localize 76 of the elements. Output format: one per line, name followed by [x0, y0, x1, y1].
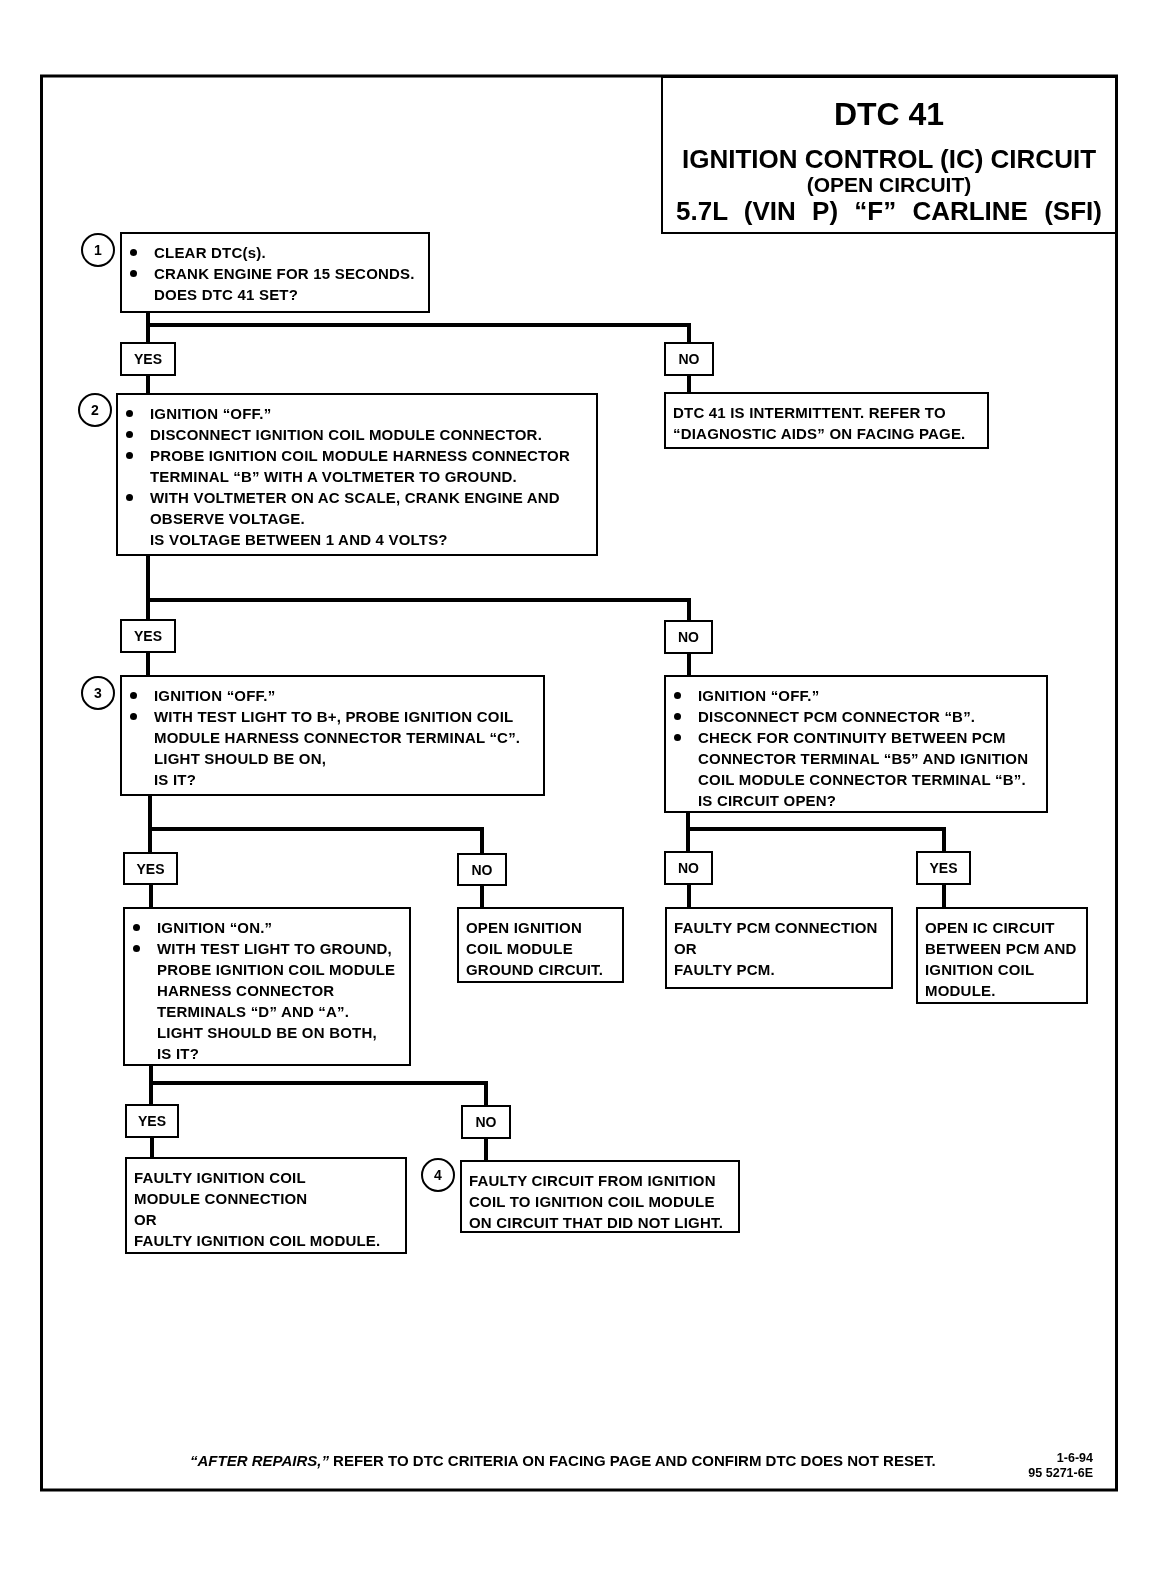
instruction-text: DISCONNECT PCM CONNECTOR “B”.: [674, 706, 1042, 727]
instruction-text: PROBE IGNITION COIL MODULE HARNESS CONNECTOR TERMINAL “B” WITH A VOLTMETER TO GROUND.: [126, 445, 592, 487]
result-box: [665, 907, 893, 989]
connector-line: [687, 885, 691, 907]
instruction-text: WITH TEST LIGHT TO B+, PROBE IGNITION COIL MODULE HARNESS CONNECTOR TERMINAL “C”.: [130, 706, 539, 748]
connector-line: [942, 885, 946, 907]
instruction-text: IGNITION “OFF.”: [674, 685, 1042, 706]
instruction-text: DISCONNECT IGNITION COIL MODULE CONNECTOR.: [126, 424, 592, 445]
branch-tag: NO: [457, 853, 507, 886]
result-text: FAULTY IGNITION COIL MODULE.: [134, 1231, 382, 1251]
result-text: OPEN IC CIRCUIT BETWEEN PCM AND IGNITION COIL MODULE.: [925, 918, 1078, 1001]
process-box: [120, 675, 545, 796]
result-text: OR: [674, 939, 698, 959]
connector-line: [149, 885, 153, 907]
circuit-subtitle: (OPEN CIRCUIT): [805, 174, 973, 196]
document-number: 95 5271-6E: [1028, 1465, 1093, 1482]
connector-line: [686, 813, 946, 851]
result-text: FAULTY PCM.: [674, 960, 776, 980]
instruction-text: WITH VOLTMETER ON AC SCALE, CRANK ENGINE AND OBSERVE VOLTAGE.: [126, 487, 592, 529]
process-box: [664, 675, 1048, 813]
connector-line: [687, 654, 691, 675]
process-box: [120, 232, 430, 313]
branch-tag: NO: [664, 620, 713, 654]
result-box: [664, 392, 989, 449]
circuit-title: IGNITION CONTROL (IC) CIRCUIT: [680, 144, 1097, 174]
result-text: OR: [134, 1210, 158, 1230]
connector-line: [148, 796, 484, 853]
connector-line: [687, 376, 691, 392]
instruction-text: CHECK FOR CONTINUITY BETWEEN PCM CONNECTOR TERMINAL “B5” AND IGNITION COIL MODULE CONNECTOR TERMINAL “B”.: [674, 727, 1042, 790]
result-text: OPEN IGNITION COIL MODULE GROUND CIRCUIT.: [466, 918, 605, 980]
instruction-text: CRANK ENGINE FOR 15 SECONDS.: [130, 263, 424, 284]
instruction-text: IGNITION “OFF.”: [130, 685, 539, 706]
branch-tag: NO: [664, 851, 713, 885]
result-text: FAULTY IGNITION COIL MODULE CONNECTION: [134, 1168, 309, 1209]
branch-tag: YES: [120, 342, 176, 376]
dtc-code-heading: DTC 41: [832, 95, 946, 134]
connector-line: [149, 1066, 488, 1105]
question-text: IS IT?: [156, 1044, 201, 1064]
question-text: LIGHT SHOULD BE ON BOTH,: [156, 1023, 378, 1043]
vehicle-spec-text: 5.7L (VIN P) “F” CARLINE (SFI): [675, 196, 1103, 226]
branch-tag: YES: [120, 619, 176, 653]
result-text: DTC 41 IS INTERMITTENT. REFER TO “DIAGNOSTIC AIDS” ON FACING PAGE.: [673, 403, 967, 444]
instruction-text: WITH TEST LIGHT TO GROUND, PROBE IGNITION COIL MODULE HARNESS CONNECTOR TERMINALS “D” AND “A”.: [133, 938, 405, 1022]
step-number: 2: [78, 393, 112, 427]
question-text: IS CIRCUIT OPEN?: [697, 791, 838, 811]
result-box: [916, 907, 1088, 1004]
instruction-text: CLEAR DTC(s).: [130, 242, 424, 263]
instruction-text: IGNITION “ON.”: [133, 917, 405, 938]
process-box: [123, 907, 411, 1066]
question-text: DOES DTC 41 SET?: [153, 285, 300, 305]
result-text: FAULTY PCM CONNECTION: [674, 918, 879, 938]
connector-line: [484, 1139, 488, 1160]
step-number: 4: [421, 1158, 455, 1192]
result-box: [460, 1160, 740, 1233]
step-number: 3: [81, 676, 115, 710]
step-number: 1: [81, 233, 115, 267]
title-box: [661, 76, 1117, 234]
question-text: IS IT?: [153, 770, 198, 790]
date-code: 1-6-94: [1056, 1450, 1093, 1467]
connector-line: [480, 886, 484, 907]
branch-tag: YES: [916, 851, 971, 885]
branch-tag: YES: [125, 1104, 179, 1138]
footer-note: “AFTER REPAIRS,” REFER TO DTC CRITERIA ON FACING PAGE AND CONFIRM DTC DOES NOT RESET.: [190, 1452, 936, 1469]
question-text: IS VOLTAGE BETWEEN 1 AND 4 VOLTS?: [149, 530, 449, 550]
instruction-text: IGNITION “OFF.”: [126, 403, 592, 424]
process-box: [116, 393, 598, 556]
branch-tag: NO: [664, 342, 714, 376]
connector-line: [146, 376, 150, 393]
branch-tag: YES: [123, 852, 178, 885]
question-text: LIGHT SHOULD BE ON,: [153, 749, 328, 769]
result-box: [457, 907, 624, 983]
result-box: [125, 1157, 407, 1254]
branch-tag: NO: [461, 1105, 511, 1139]
connector-line: [150, 1138, 154, 1157]
result-text: FAULTY CIRCUIT FROM IGNITION COIL TO IGNITION COIL MODULE ON CIRCUIT THAT DID NOT LIGHT.: [469, 1171, 725, 1233]
connector-line: [146, 653, 150, 675]
